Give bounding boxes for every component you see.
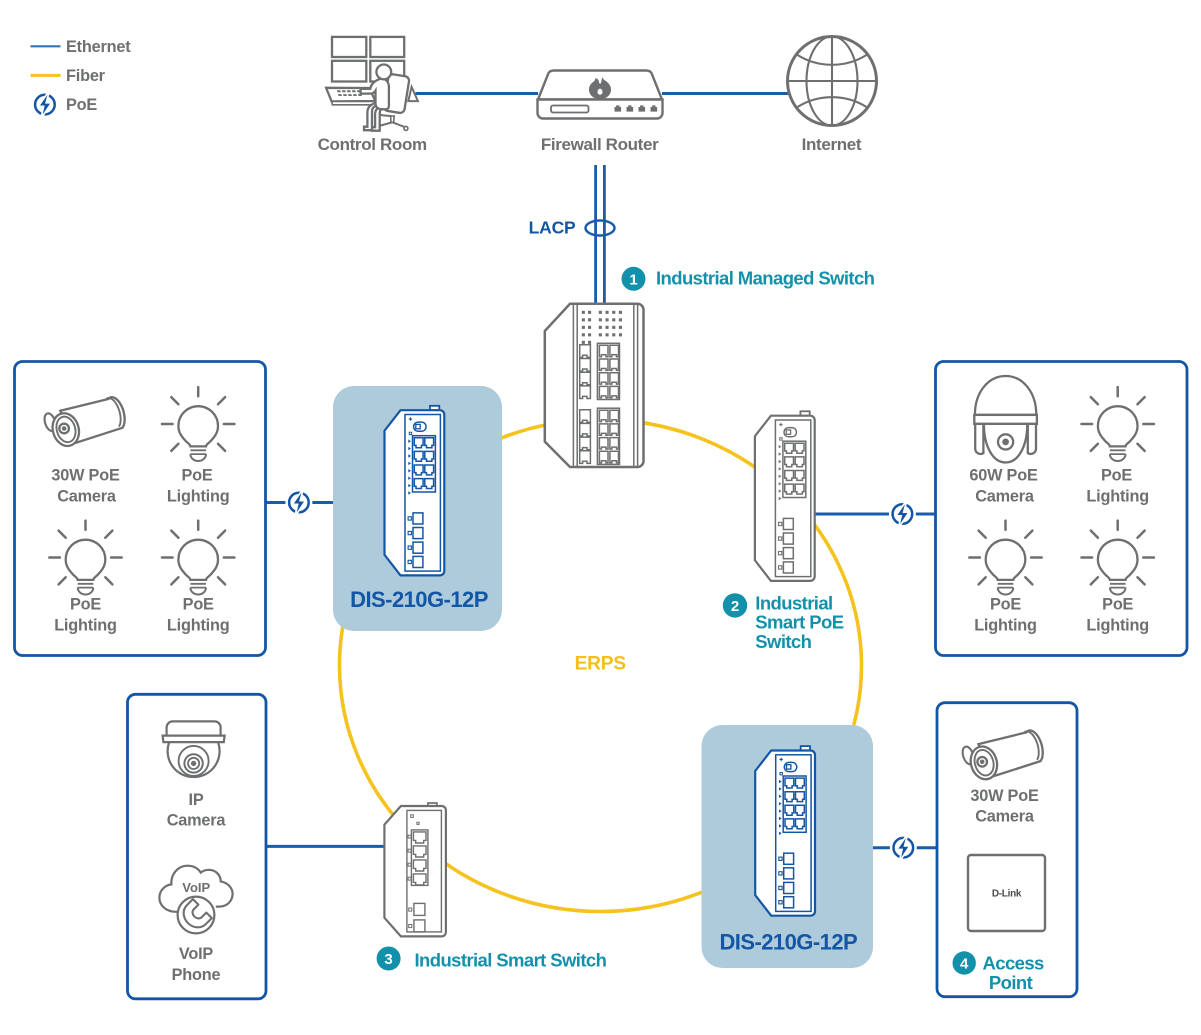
svg-text:4: 4 bbox=[960, 955, 969, 972]
svg-text:VoIP: VoIP bbox=[179, 945, 214, 963]
svg-text:30W PoE: 30W PoE bbox=[970, 787, 1039, 805]
svg-text:PoE: PoE bbox=[1102, 595, 1133, 613]
svg-text:Internet: Internet bbox=[802, 135, 862, 154]
svg-text:Firewall Router: Firewall Router bbox=[541, 135, 659, 154]
svg-text:Ethernet: Ethernet bbox=[66, 38, 131, 56]
svg-text:Switch: Switch bbox=[755, 631, 811, 652]
svg-text:PoE: PoE bbox=[1101, 466, 1132, 484]
svg-text:Camera: Camera bbox=[975, 487, 1035, 505]
svg-text:Lighting: Lighting bbox=[974, 616, 1037, 634]
svg-text:IP: IP bbox=[189, 791, 204, 809]
svg-text:3: 3 bbox=[384, 951, 392, 968]
svg-text:Lighting: Lighting bbox=[1086, 487, 1149, 505]
svg-text:PoE: PoE bbox=[183, 595, 214, 613]
svg-text:ERPS: ERPS bbox=[575, 654, 627, 675]
svg-text:Lighting: Lighting bbox=[1086, 616, 1149, 634]
svg-text:60W PoE: 60W PoE bbox=[969, 466, 1038, 484]
svg-text:Lighting: Lighting bbox=[54, 616, 117, 634]
svg-text:DIS-210G-12P: DIS-210G-12P bbox=[350, 587, 488, 612]
svg-text:Fiber: Fiber bbox=[66, 67, 106, 85]
svg-text:Industrial Managed Switch: Industrial Managed Switch bbox=[656, 268, 875, 289]
svg-text:Lighting: Lighting bbox=[167, 487, 230, 505]
svg-text:2: 2 bbox=[731, 598, 739, 615]
svg-text:PoE: PoE bbox=[66, 96, 97, 114]
svg-text:D-Link: D-Link bbox=[992, 889, 1022, 900]
svg-text:1: 1 bbox=[629, 271, 637, 288]
svg-text:Smart PoE: Smart PoE bbox=[755, 612, 843, 633]
svg-text:Camera: Camera bbox=[167, 812, 227, 830]
svg-text:PoE: PoE bbox=[990, 595, 1021, 613]
svg-text:Access: Access bbox=[983, 953, 1045, 974]
svg-text:PoE: PoE bbox=[70, 595, 101, 613]
svg-text:Industrial: Industrial bbox=[755, 593, 832, 614]
svg-text:Point: Point bbox=[989, 972, 1033, 993]
svg-text:Camera: Camera bbox=[975, 808, 1035, 826]
svg-text:Lighting: Lighting bbox=[167, 616, 230, 634]
svg-text:Camera: Camera bbox=[57, 487, 117, 505]
svg-text:Phone: Phone bbox=[172, 966, 221, 984]
svg-text:DIS-210G-12P: DIS-210G-12P bbox=[719, 929, 857, 954]
svg-text:PoE: PoE bbox=[181, 466, 212, 484]
svg-text:30W PoE: 30W PoE bbox=[51, 466, 120, 484]
svg-text:LACP: LACP bbox=[529, 218, 576, 238]
svg-text:Industrial Smart Switch: Industrial Smart Switch bbox=[415, 949, 607, 970]
svg-text:Control Room: Control Room bbox=[318, 135, 427, 154]
